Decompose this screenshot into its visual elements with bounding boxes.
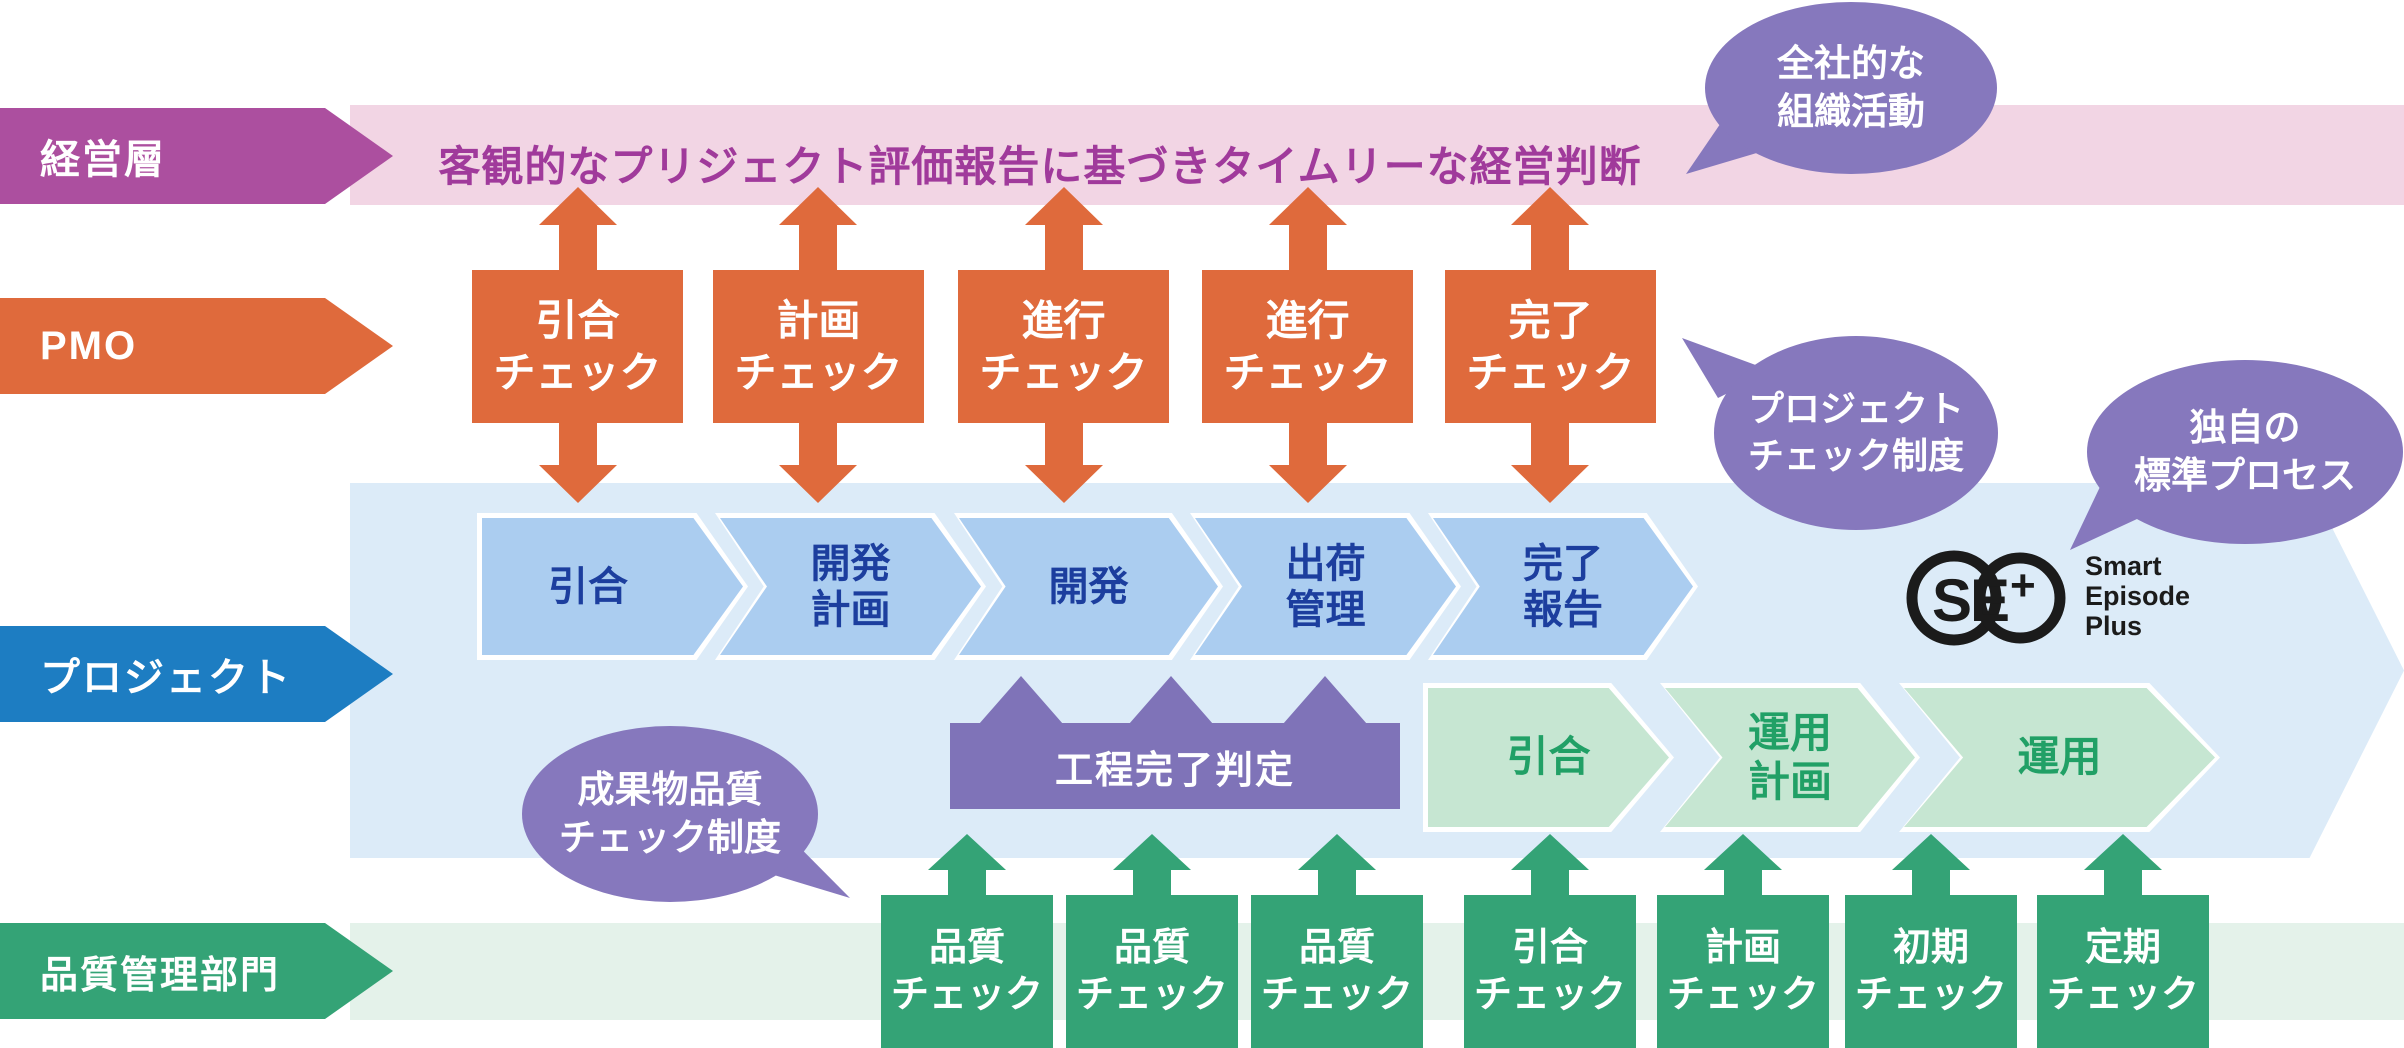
up-arrow-stem	[2104, 868, 2142, 898]
quality-check-box-7: 定期チェック	[2037, 895, 2209, 1048]
down-arrow-stem	[799, 421, 837, 467]
down-arrow-stem	[559, 421, 597, 467]
row-label-quality-text: 品質管理部門	[40, 954, 281, 997]
quality-check-box-3: 品質チェック	[1251, 895, 1423, 1048]
up-arrow-stem	[1912, 868, 1950, 898]
row-label-pmo-text: PMO	[40, 323, 138, 368]
pmo-check-box-1: 引合チェック	[472, 270, 683, 423]
bubble-deliverable-quality: 成果物品質チェック制度	[522, 726, 818, 902]
quality-check-box-5: 計画チェック	[1657, 895, 1829, 1048]
pmo-check-box-2: 計画チェック	[713, 270, 924, 423]
logo-plus-text: +	[2010, 561, 2036, 610]
up-arrow-stem	[1318, 868, 1356, 898]
phase-chevron-kaihatsu-keikaku: 開発計画	[715, 513, 986, 660]
gate-bar: 工程完了判定	[950, 723, 1400, 809]
bubble-company-wide: 全社的な組織活動	[1705, 2, 1997, 174]
down-arrow-stem	[1289, 421, 1327, 467]
management-banner-text: 客観的なプリジェクト評価報告に基づきタイムリーな経営判断	[438, 143, 1642, 190]
ops-chevron-unyo: 運用	[1899, 683, 2220, 832]
logo-circle-left	[1906, 550, 2002, 646]
up-arrow-stem	[799, 222, 837, 272]
phase-chevron-kaihatsu: 開発	[954, 513, 1223, 660]
quality-check-box-6: 初期チェック	[1845, 895, 2017, 1048]
se-plus-logo: SE +	[1906, 550, 2066, 646]
up-arrow-stem	[1724, 868, 1762, 898]
up-arrow-stem	[559, 222, 597, 272]
quality-check-box-1: 品質チェック	[881, 895, 1053, 1048]
up-arrow-stem	[1045, 222, 1083, 272]
bubble-original-process: 独自の標準プロセス	[2087, 360, 2403, 544]
up-arrow-stem	[1531, 222, 1569, 272]
gate-label: 工程完了判定	[1054, 749, 1295, 792]
quality-check-box-4: 引合チェック	[1464, 895, 1636, 1048]
row-label-project-text: プロジェクト	[40, 656, 292, 700]
pmo-check-box-4: 進行チェック	[1202, 270, 1413, 423]
up-arrow-stem	[948, 868, 986, 898]
down-arrow-stem	[1045, 421, 1083, 467]
up-arrow-stem	[1531, 868, 1569, 898]
bubble-project-check: プロジェクトチェック制度	[1714, 336, 1998, 530]
phase-chevron-hikiai: 引合	[477, 513, 748, 660]
row-label-management: 経営層	[0, 108, 393, 204]
row-label-quality: 品質管理部門	[0, 923, 393, 1019]
ops-chevron-unyo-keikaku: 運用計画	[1660, 683, 1920, 832]
phase-chevron-kanryo-hokoku: 完了報告	[1428, 513, 1698, 660]
pmo-check-box-5: 完了チェック	[1445, 270, 1656, 423]
row-label-pmo: PMO	[0, 298, 393, 394]
down-arrow-stem	[1531, 421, 1569, 467]
quality-check-box-2: 品質チェック	[1066, 895, 1238, 1048]
up-arrow-stem	[1289, 222, 1327, 272]
logo-circle-right	[1974, 552, 2066, 644]
row-label-project: プロジェクト	[0, 626, 393, 722]
up-arrow-stem	[1133, 868, 1171, 898]
pmo-check-box-3: 進行チェック	[958, 270, 1169, 423]
row-label-management-text: 経営層	[40, 138, 166, 182]
ops-chevron-hikiai: 引合	[1423, 683, 1674, 832]
management-band	[350, 105, 2404, 205]
phase-chevron-shukka-kanri: 出荷管理	[1190, 513, 1461, 660]
logo-name: Smart Episode Plus	[2085, 551, 2191, 641]
logo-mark-text: SE	[1932, 567, 2008, 634]
